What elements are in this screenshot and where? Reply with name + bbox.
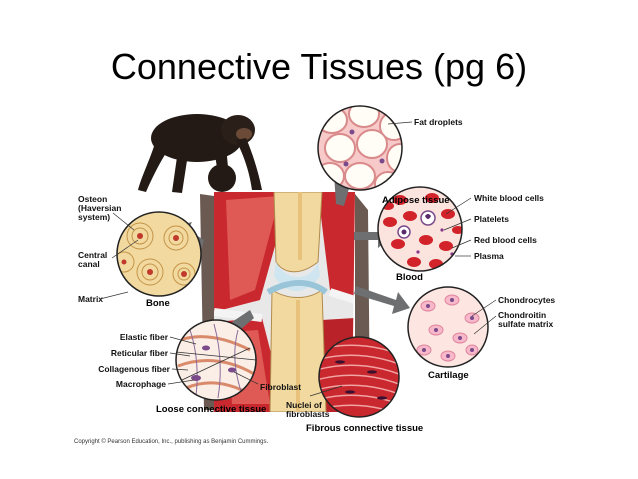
caption-blood: Blood	[396, 272, 423, 283]
label-osteon-1: Osteon	[78, 194, 107, 204]
label-fat-droplets: Fat droplets	[414, 117, 463, 127]
adipose-tissue-circle	[317, 105, 403, 191]
chimpanzee-illustration	[138, 114, 262, 193]
caption-fibrous-connective-tissue: Fibrous connective tissue	[306, 423, 423, 434]
cartilage-circle	[407, 286, 489, 368]
leader-lines	[99, 121, 497, 397]
label-nuclei-1: Nuclei of	[286, 400, 322, 410]
label-platelets: Platelets	[474, 214, 509, 224]
label-reticular-fiber: Reticular fiber	[111, 348, 169, 358]
label-chondroitin-1: Chondroitin	[498, 310, 546, 320]
copyright-notice: Copyright © Pearson Education, Inc., pub…	[74, 438, 269, 445]
label-osteon-3: system)	[78, 212, 110, 222]
label-macrophage: Macrophage	[116, 379, 166, 389]
caption-bone: Bone	[146, 298, 170, 309]
label-collagenous-fiber: Collagenous fiber	[98, 364, 170, 374]
label-white-blood-cells: White blood cells	[474, 193, 544, 203]
label-central-canal-2: canal	[78, 259, 100, 269]
label-chondrocytes: Chondrocytes	[498, 295, 555, 305]
label-elastic-fiber: Elastic fiber	[120, 332, 169, 342]
label-central-canal-1: Central	[78, 250, 107, 260]
blood-circle	[377, 186, 463, 272]
bone-circle	[116, 211, 202, 297]
slide-title: Connective Tissues (pg 6)	[110, 46, 528, 87]
label-fibroblast: Fibroblast	[260, 382, 301, 392]
label-red-blood-cells: Red blood cells	[474, 235, 537, 245]
label-chondroitin-2: sulfate matrix	[498, 319, 554, 329]
label-nuclei-2: fibroblasts	[286, 409, 330, 419]
label-osteon-2: (Haversian	[78, 203, 121, 213]
caption-loose-connective-tissue: Loose connective tissue	[156, 404, 266, 415]
caption-cartilage: Cartilage	[428, 370, 469, 381]
label-plasma: Plasma	[474, 251, 504, 261]
loose-connective-tissue-circle	[175, 319, 257, 401]
caption-adipose-tissue: Adipose tissue	[382, 195, 450, 206]
label-matrix: Matrix	[78, 294, 103, 304]
